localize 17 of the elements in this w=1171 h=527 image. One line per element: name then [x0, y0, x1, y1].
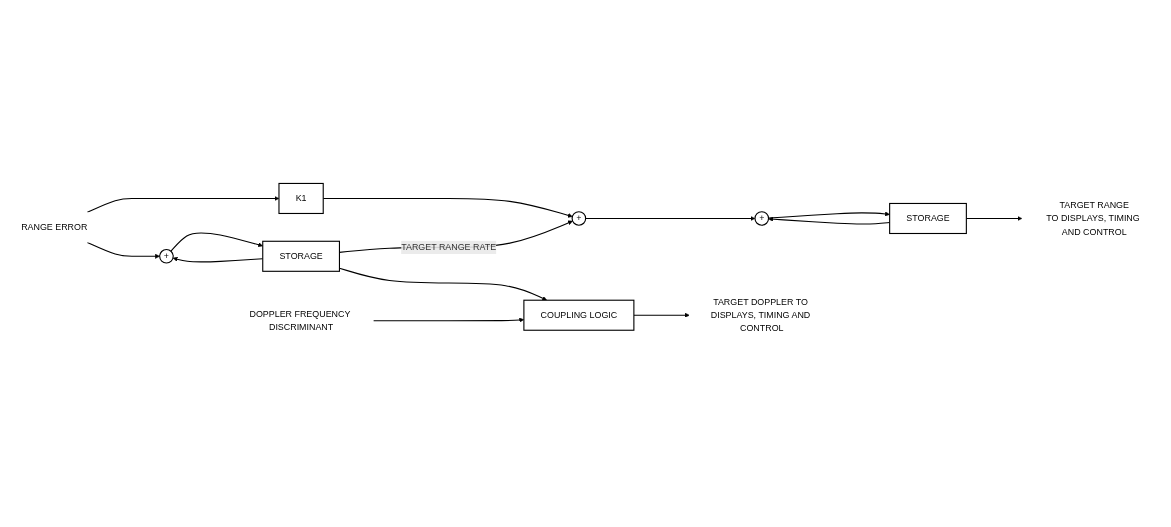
- node-text: TARGET DOPPLER TO DISPLAYS, TIMING AND CONTROL: [710, 296, 811, 333]
- arrow: [767, 211, 890, 219]
- node-text: DOPPLER FREQUENCY DISCRIMINANT: [249, 309, 351, 332]
- node-circle: +: [159, 248, 174, 264]
- arrow: [585, 216, 756, 221]
- arrow: [170, 232, 263, 252]
- arrow: [86, 241, 160, 259]
- arrow: [633, 312, 690, 318]
- edge-label: TARGET RANGE RATE: [401, 242, 497, 252]
- node-text: TARGET RANGE TO DISPLAYS, TIMING AND CONTROL: [1046, 200, 1140, 237]
- node-box: K1: [278, 182, 324, 214]
- node-circle: +: [571, 211, 587, 226]
- node-circle: +: [754, 211, 770, 226]
- node-box: STORAGE: [889, 202, 967, 235]
- node-text: RANGE ERROR: [21, 222, 88, 232]
- node-box: COUPLING LOGIC: [523, 299, 635, 331]
- node-box: STORAGE: [262, 240, 340, 272]
